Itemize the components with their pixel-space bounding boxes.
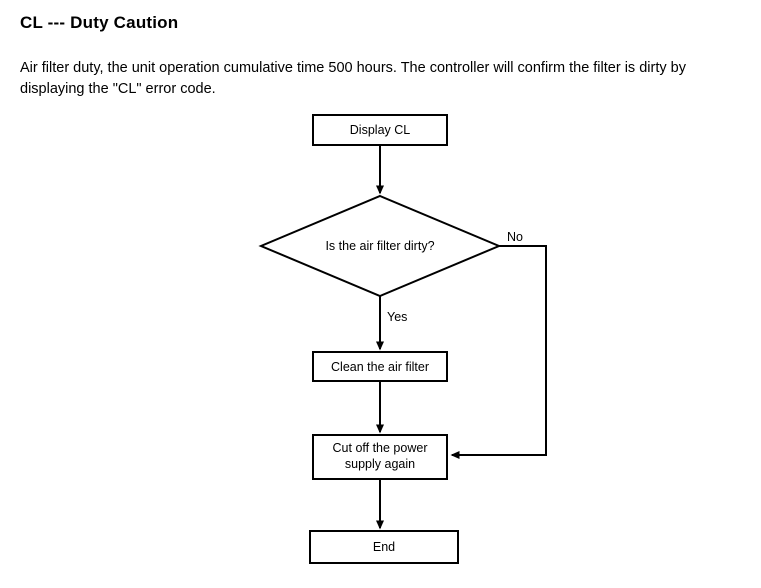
- edge-label-yes: Yes: [387, 310, 407, 324]
- node-cut-power-supply: Cut off the power supply again: [312, 434, 448, 480]
- node-cut-power-label-line1: Cut off the power: [333, 441, 428, 455]
- connector-no-branch: [450, 245, 547, 459]
- node-display-cl-label: Display CL: [350, 123, 410, 137]
- node-decision-filter-dirty: Is the air filter dirty?: [258, 194, 502, 298]
- intro-paragraph: Air filter duty, the unit operation cumu…: [20, 60, 686, 97]
- page-title: CL --- Duty Caution: [20, 13, 179, 32]
- node-end: End: [309, 530, 459, 564]
- node-cut-power-label-line2: supply again: [345, 457, 415, 471]
- node-decision-label: Is the air filter dirty?: [325, 239, 434, 253]
- node-end-label: End: [373, 540, 395, 554]
- node-clean-air-filter: Clean the air filter: [312, 351, 448, 382]
- node-display-cl: Display CL: [312, 114, 448, 146]
- edge-label-no: No: [507, 230, 523, 244]
- node-clean-air-filter-label: Clean the air filter: [331, 360, 429, 374]
